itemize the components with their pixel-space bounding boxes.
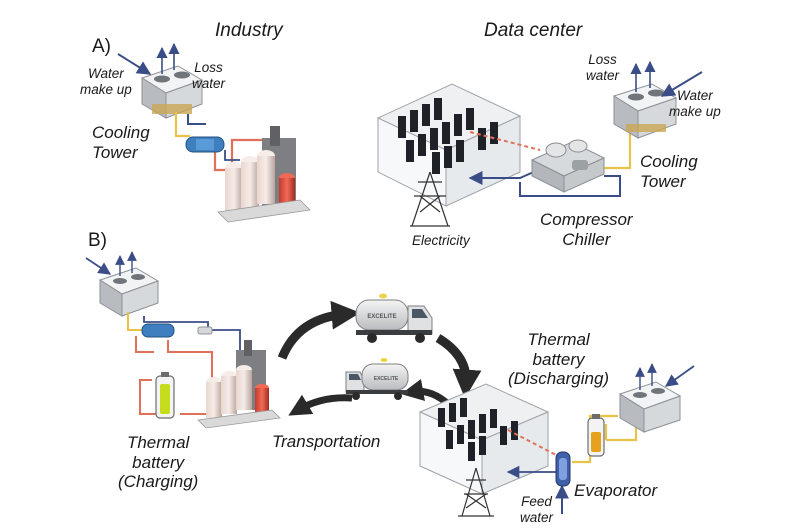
industry-plant [217,126,311,223]
data-center-cooling-tower-label: Cooling Tower [640,152,698,191]
charging-cooling-tower [85,251,160,317]
data-center-title: Data center [484,20,583,41]
label-line: (Charging) [118,472,199,492]
data-center-loss-water-label: Loss water [586,52,619,83]
compressor-chiller-label: Compressor Chiller [540,210,633,249]
industry-cooling-tower [140,65,204,119]
industry-tower-flow-arrows [117,42,180,75]
data-center-pipes [468,124,632,197]
data-center-server-room [376,83,522,207]
server-racks-small [438,398,518,461]
label-line: battery [132,452,185,472]
label-line: water [520,509,554,525]
tanker-truck-small [345,358,409,400]
discharging-electricity-pylon [458,467,494,517]
industry-loss-water-label: Loss water [192,60,225,91]
tanker-truck-large [355,293,433,343]
industry-heat-exchanger [185,136,225,153]
transportation-label: Transportation [272,432,381,451]
label-line: Tower [640,171,686,191]
label-line: Cooling [92,123,150,142]
panel-b-label: B) [88,230,107,251]
thermal-battery-discharging-icon [587,414,605,457]
label-line: Feed [521,494,552,509]
evaporator-label: Evaporator [574,481,658,500]
industry-title: Industry [215,20,283,41]
thermal-battery-discharging-label: Thermal battery (Discharging) [508,330,609,389]
server-racks [398,98,498,174]
charging-plant [197,340,281,429]
panel-a-label: A) [92,36,111,57]
label-line: water [586,67,620,83]
data-center-water-make-up-label: Water make up [669,88,721,119]
label-line: make up [80,81,132,97]
feed-water-label: Feed water [520,494,553,525]
discharging-server-room [418,383,550,495]
industry-cooling-tower-label: Cooling Tower [92,123,150,162]
discharging-cooling-tower [618,363,695,433]
compressor-chiller [530,139,606,193]
electricity-label: Electricity [412,233,470,248]
truck-lettering-small: EXCELITE [374,376,399,382]
thermal-battery-charging-icon [155,372,175,419]
label-line: Cooling [640,152,698,171]
data-center-cooling-tower [612,83,678,139]
label-line: Thermal [126,433,190,452]
label-line: Water [677,88,713,103]
data-center-tower-flow-arrows [630,60,703,97]
label-line: Loss [588,52,617,67]
industry-water-make-up-label: Water make up [80,66,132,97]
label-line: battery [532,349,585,369]
truck-lettering-large: EXCELITE [367,314,396,320]
label-line: Chiller [562,229,611,249]
thermal-battery-charging-label: Thermal battery (Charging) [118,433,198,492]
label-line: make up [669,103,721,119]
data-center-electricity-pylon [410,171,450,227]
charging-heat-exchanger [141,323,213,338]
label-line: Thermal [527,330,590,349]
label-line: Compressor [540,210,633,229]
label-line: Tower [92,142,138,162]
label-line: Loss [194,60,223,75]
evaporator-icon [555,451,571,487]
label-line: (Discharging) [508,369,610,389]
label-line: water [192,75,226,91]
label-line: Water [88,66,124,81]
charging-pipes [127,312,241,415]
